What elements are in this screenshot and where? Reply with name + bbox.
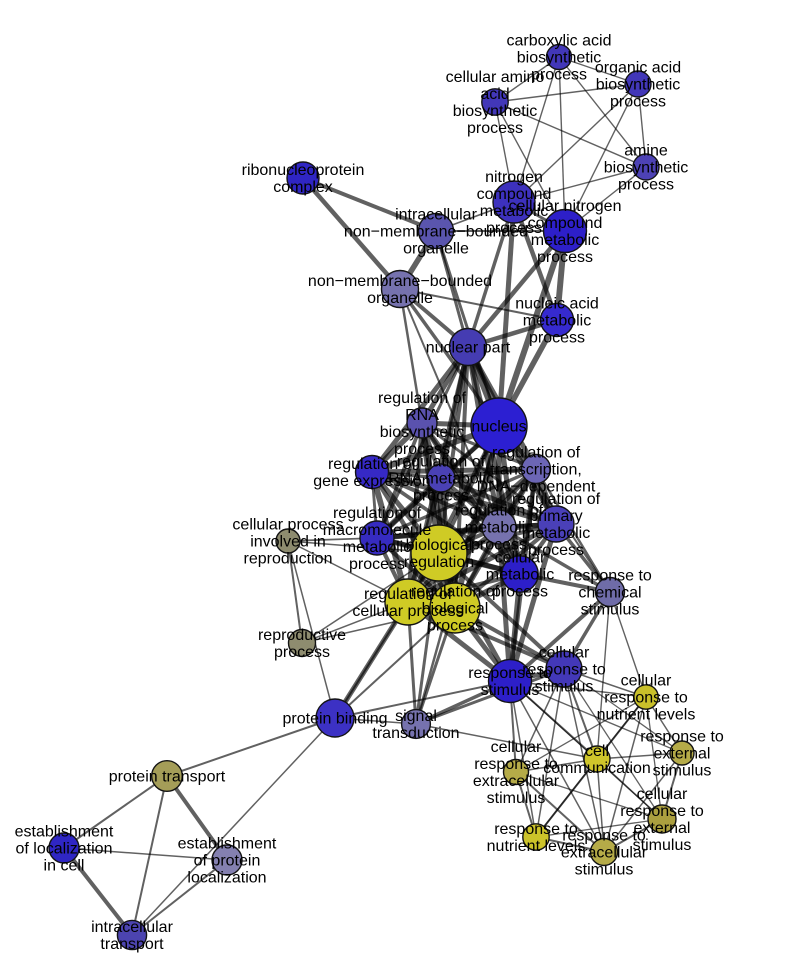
- svg-text:nucleus: nucleus: [471, 419, 526, 436]
- svg-text:nuclear part: nuclear part: [426, 340, 511, 357]
- svg-text:protein binding: protein binding: [283, 711, 388, 728]
- svg-text:protein transport: protein transport: [109, 769, 226, 786]
